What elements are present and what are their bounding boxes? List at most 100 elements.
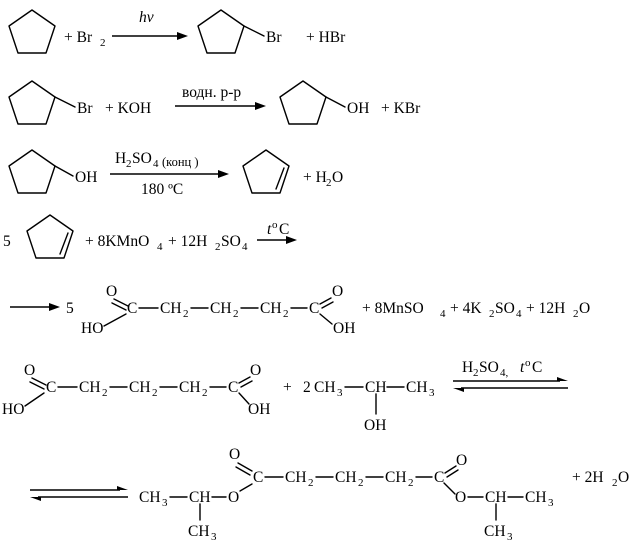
svg-text:CH: CH	[129, 379, 151, 396]
svg-text:+ 8KMnO: + 8KMnO	[85, 233, 149, 250]
svg-text:C: C	[253, 469, 263, 486]
condition-hv: hv	[139, 9, 154, 26]
plus-hbr: + HBr	[306, 29, 346, 46]
glutaric-acid: O HO C CH 2 CH 2 CH 2 C O OH	[81, 283, 355, 337]
svg-text:2: 2	[215, 241, 221, 253]
svg-text:3: 3	[162, 497, 168, 509]
reaction-1: + Br 2 hv Br + HBr	[8, 9, 346, 54]
svg-text:CH: CH	[525, 489, 547, 506]
svg-text:OH: OH	[364, 417, 386, 434]
svg-text:H: H	[115, 150, 126, 167]
reaction-arrow	[110, 170, 229, 178]
coefficient-2: 2	[303, 379, 311, 396]
hydroxyl-group: OH	[75, 169, 97, 186]
svg-text:CH: CH	[485, 489, 507, 506]
svg-text:C: C	[309, 300, 319, 317]
glutaric-acid: O HO C CH 2 CH 2 CH 2 C O OH	[2, 362, 270, 418]
svg-text:HO: HO	[81, 320, 103, 337]
svg-text:2: 2	[308, 477, 314, 489]
plus-water: + H 2 O	[303, 169, 343, 189]
svg-text:OH: OH	[248, 401, 270, 418]
svg-text:(конц ): (конц )	[162, 155, 199, 169]
svg-text:O: O	[618, 469, 629, 486]
svg-text:o: o	[272, 219, 278, 231]
svg-text:4: 4	[157, 241, 163, 253]
svg-text:CH: CH	[365, 379, 387, 396]
c-br-bond	[243, 25, 265, 37]
br2-subscript: 2	[100, 37, 106, 49]
svg-text:2: 2	[126, 158, 132, 170]
svg-text:CH: CH	[79, 379, 101, 396]
double-bond-line	[275, 167, 285, 190]
reaction-2: Br + KOH водн. р-р OH + KBr	[8, 80, 421, 125]
svg-text:CH: CH	[260, 300, 282, 317]
svg-text:CH: CH	[385, 469, 407, 486]
bromine-atom: Br	[77, 100, 93, 117]
svg-text:C: C	[279, 221, 289, 238]
reaction-6: O HO C CH 2 CH 2 CH 2 C O OH + 2 CH	[2, 357, 568, 434]
plus-h2so4: + 12H 2 SO 4	[168, 233, 248, 253]
c-oh-bond	[54, 165, 74, 177]
equilibrium-arrows	[453, 377, 568, 392]
svg-text:+ 2H: + 2H	[572, 469, 604, 486]
plus-sign: +	[283, 379, 292, 396]
bromine-atom: Br	[266, 29, 282, 46]
svg-text:2: 2	[489, 308, 495, 320]
svg-text:CH: CH	[210, 300, 232, 317]
plus-br2: + Br	[64, 29, 93, 46]
svg-text:O: O	[455, 489, 466, 506]
svg-text:2: 2	[102, 387, 108, 399]
svg-text:3: 3	[337, 387, 343, 399]
reaction-5: 5 O HO C CH 2 CH 2 CH 2 C O OH + 8M	[10, 283, 590, 337]
svg-text:OH: OH	[333, 320, 355, 337]
svg-text:CH: CH	[160, 300, 182, 317]
svg-text:O: O	[250, 362, 261, 379]
svg-text:O: O	[228, 489, 239, 506]
svg-text:CH: CH	[188, 523, 210, 540]
svg-text:4: 4	[153, 158, 159, 170]
cyclopentanol-ring	[279, 80, 327, 125]
equilibrium-arrows	[30, 486, 128, 501]
plus-mnso4: + 8MnSO 4	[362, 300, 446, 320]
svg-text:CH: CH	[179, 379, 201, 396]
reaction-arrow	[175, 102, 266, 110]
svg-text:CH: CH	[285, 469, 307, 486]
svg-text:2: 2	[612, 477, 618, 489]
svg-text:O: O	[332, 169, 343, 186]
svg-text:O: O	[106, 283, 117, 300]
svg-text:+ H: + H	[303, 169, 327, 186]
condition-aqueous: водн. р-р	[182, 84, 241, 101]
c-oh-bond	[325, 96, 346, 108]
svg-text:2: 2	[283, 308, 289, 320]
svg-text:C: C	[228, 379, 238, 396]
coefficient-5: 5	[66, 300, 74, 317]
svg-text:C: C	[46, 379, 56, 396]
svg-text:4,: 4,	[500, 367, 509, 379]
svg-text:+ 4K: + 4K	[450, 300, 482, 317]
cyclopentane-ring	[8, 9, 56, 54]
svg-text:+ 8MnSO: + 8MnSO	[362, 300, 424, 317]
svg-text:2: 2	[233, 308, 239, 320]
svg-text:SO: SO	[132, 150, 152, 167]
svg-text:SO: SO	[221, 233, 241, 250]
cyclopentanol-ring	[8, 149, 56, 194]
condition-heat: t o C	[267, 219, 289, 238]
svg-text:SO: SO	[479, 359, 499, 376]
svg-text:CH: CH	[406, 379, 428, 396]
svg-text:2: 2	[473, 367, 479, 379]
condition-acid-heat: H 2 SO 4, t o C	[462, 357, 542, 379]
plus-koh: + KOH	[105, 100, 151, 117]
svg-text:2: 2	[326, 177, 332, 189]
svg-text:O: O	[229, 446, 240, 463]
reaction-7: CH 3 CH CH 3 O C O CH 2 CH 2 CH 2 C	[30, 446, 629, 543]
svg-text:2: 2	[183, 308, 189, 320]
reaction-4: 5 + 8KMnO 4 + 12H 2 SO 4 t o C	[3, 214, 297, 259]
hydroxyl-group: OH	[347, 100, 369, 117]
svg-text:O: O	[24, 362, 35, 379]
isopropanol: CH 3 CH CH 3 OH	[314, 379, 435, 434]
svg-text:o: o	[525, 357, 531, 369]
svg-text:O: O	[456, 452, 467, 469]
svg-text:+ 12H: + 12H	[526, 300, 565, 317]
reaction-arrow	[112, 32, 188, 40]
